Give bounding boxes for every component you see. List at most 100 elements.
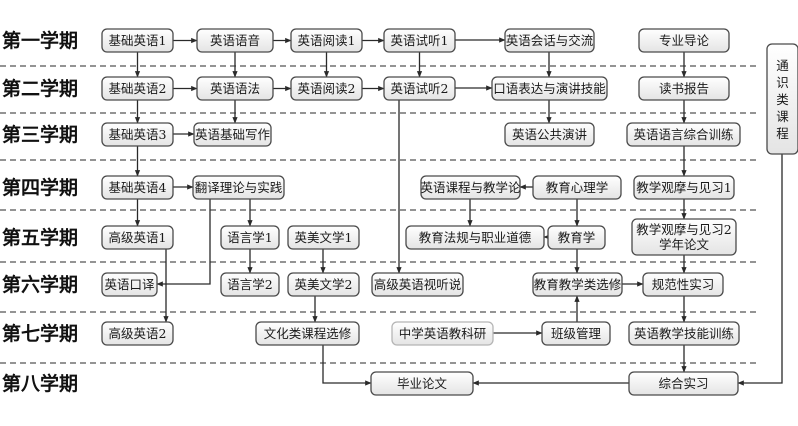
course-node: 高级英语1 [101,225,174,250]
course-label: 学年论文 [659,237,710,252]
course-node: 英语语言综合训练 [626,122,741,147]
course-node: 中学英语教科研 [391,321,494,346]
course-box [626,122,741,147]
general-courses-char: 识 [776,75,789,90]
course-label: 英美文学2 [295,277,353,292]
course-label: 高级英语视听说 [374,277,462,292]
course-box [391,321,494,346]
course-box [287,272,360,297]
course-label: 英语课程与教学论 [420,180,521,195]
course-label: 英语教学技能训练 [634,326,735,341]
course-node: 英语基础写作 [193,122,272,147]
course-node: 英美文学2 [287,272,360,297]
course-label: 英语基础写作 [195,127,271,142]
course-box [383,28,456,53]
course-node: 英语试听1 [383,28,456,53]
course-node: 规范性实习 [642,272,724,297]
course-label: 教育心理学 [546,180,609,195]
course-node: 英语教学技能训练 [628,321,740,346]
course-label: 毕业论文 [397,376,448,391]
course-node: 教育法规与职业道德 [405,225,545,250]
course-label: 教学观摩与见习1 [636,180,731,195]
prerequisite-arrows [134,37,783,386]
course-node: 读书报告 [638,76,730,101]
course-label: 高级英语2 [109,326,167,341]
course-box [101,122,174,147]
course-node: 基础英语1 [101,28,174,53]
course-label: 基础英语3 [109,127,167,142]
course-box [628,371,739,396]
course-box [101,225,174,250]
course-node: 英语阅读1 [290,28,363,53]
course-box [383,76,456,101]
course-label: 高级英语1 [109,230,167,245]
course-box [101,28,174,53]
course-label: 英语语言综合训练 [633,127,734,142]
course-box [633,175,735,200]
course-node: 综合实习 [628,371,739,396]
course-box [101,321,174,346]
course-box [196,28,274,53]
course-node: 英美文学1 [287,225,360,250]
course-box [628,321,740,346]
course-label: 英语阅读1 [298,33,356,48]
course-box [541,321,611,346]
semester-dividers [0,65,760,364]
course-box [196,76,274,101]
general-courses-char: 类 [776,92,789,107]
general-courses-char: 通 [776,58,789,73]
course-label: 教学观摩与见习2 [636,222,731,237]
course-label: 英语口译 [104,277,155,292]
course-label: 英语试听2 [391,81,449,96]
course-box [101,175,174,200]
course-node: 语言学2 [220,272,280,297]
course-node: 基础英语4 [101,175,174,200]
course-box [766,43,798,155]
course-label: 翻译理论与实践 [195,180,283,195]
course-label: 班级管理 [551,326,602,341]
course-label: 口语表达与演讲技能 [493,81,606,96]
course-node: 英语阅读2 [290,76,363,101]
course-label: 语言学1 [227,230,272,245]
semester-label: 第四学期 [2,176,78,199]
semester-label: 第一学期 [2,29,78,52]
semester-label: 第八学期 [2,372,78,395]
course-label: 基础英语2 [109,81,167,96]
course-box [193,122,272,147]
course-node: 翻译理论与实践 [192,175,285,200]
course-box [290,28,363,53]
general-courses-char: 课 [776,109,789,124]
course-box [491,76,608,101]
course-box [547,225,606,250]
course-label: 综合实习 [658,376,708,391]
course-label: 英语语音 [210,33,260,48]
course-label: 教育法规与职业道德 [419,230,532,245]
course-label: 文化类课程选修 [264,326,352,341]
course-box [192,175,285,200]
course-label: 基础英语4 [109,180,167,195]
prerequisite-arrow [156,199,211,287]
course-box [287,225,360,250]
course-box [638,76,730,101]
course-box [101,272,158,297]
course-node: 语言学1 [220,225,280,250]
course-box [220,225,280,250]
course-node: 英语课程与教学论 [420,175,521,200]
course-box [255,321,360,346]
semester-label: 第二学期 [2,77,78,100]
course-box [370,371,474,396]
course-box [504,28,595,53]
course-node: 教育教学类选修 [532,272,623,297]
prerequisite-arrow [322,345,372,386]
course-node: 口语表达与演讲技能 [491,76,608,101]
course-node: 高级英语视听说 [371,272,464,297]
course-box [532,175,622,200]
course-label: 英语会话与交流 [506,33,594,48]
course-label: 英美文学1 [295,230,353,245]
course-label: 英语公共演讲 [512,127,587,142]
prerequisite-arrow [737,154,783,386]
